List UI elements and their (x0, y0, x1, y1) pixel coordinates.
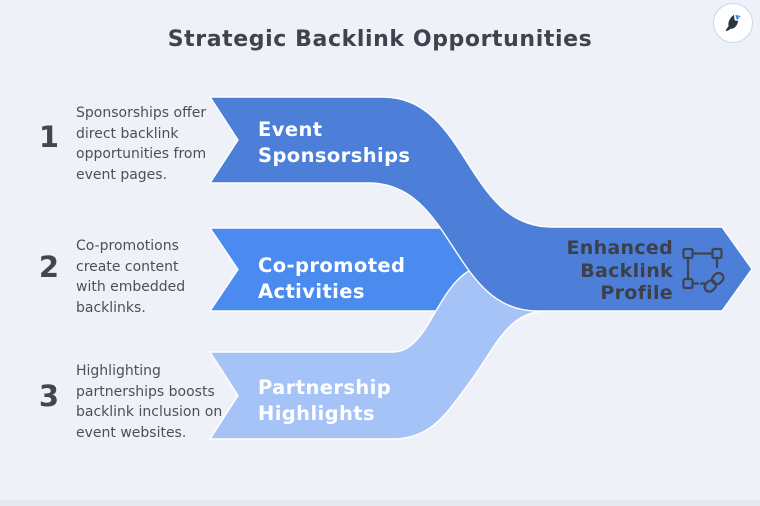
ribbon-partnership (208, 264, 571, 440)
step-description-3: Highlighting partnerships boosts backlin… (76, 363, 223, 441)
selection-frame-link-icon (682, 247, 725, 293)
ribbon-event-merged-arrow (208, 96, 753, 312)
brand-logo (713, 3, 753, 43)
rocket-quill-logo-icon (725, 14, 741, 32)
step-number-3: 3 (38, 379, 60, 413)
bottom-border (0, 500, 760, 506)
step-description-1: Sponsorships offer direct backlink oppor… (76, 105, 207, 183)
result-label-enhanced-backlink-profile: Enhanced Backlink Profile (566, 237, 673, 304)
band-label-event-sponsorships: Event Sponsorships (258, 118, 411, 167)
step-number-1: 1 (38, 120, 60, 154)
step-number-2: 2 (38, 250, 60, 284)
band-label-co-promoted-activities: Co-promoted Activities (258, 254, 406, 303)
step-description-2: Co-promotions create content with embedd… (76, 238, 186, 316)
page-title: Strategic Backlink Opportunities (167, 27, 593, 52)
band-label-partnership-highlights: Partnership Highlights (258, 376, 392, 425)
